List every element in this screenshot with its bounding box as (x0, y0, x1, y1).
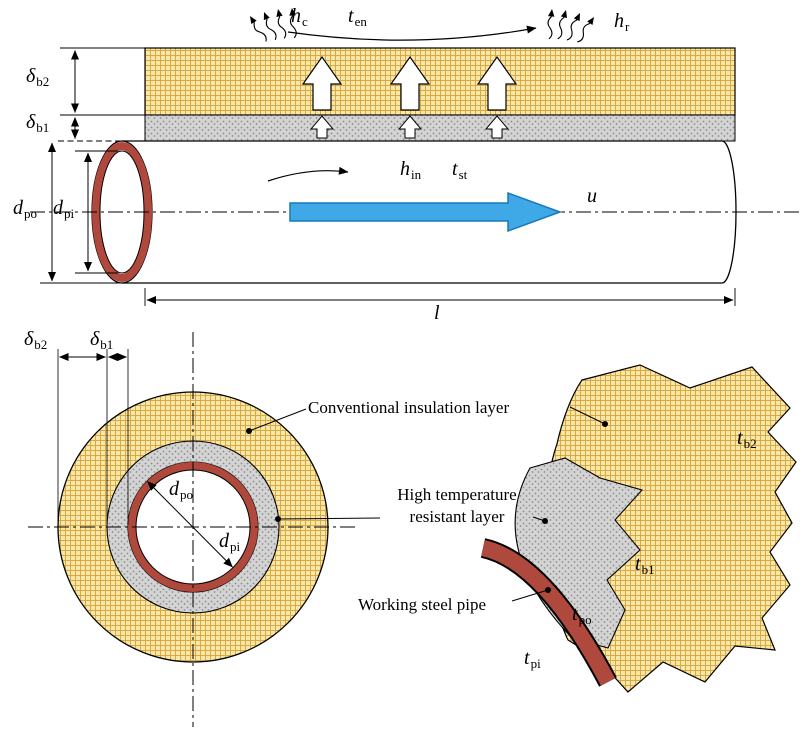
steel-pipe-piece (480, 540, 616, 686)
heat-flux-arrows-large (301, 55, 518, 111)
annotation-high-temp-layer: High temperature resistant layer (382, 484, 532, 528)
cross-section (28, 332, 358, 727)
label-t-st: tst (452, 158, 468, 182)
label-l: l (434, 302, 440, 324)
label-d-po-top: dpo (13, 197, 37, 221)
resistant-layer-side (144, 114, 736, 142)
annotation-working-steel-pipe: Working steel pipe (358, 595, 486, 614)
exploded-layers (480, 364, 797, 693)
annotation-high-temp-line2: resistant layer (409, 507, 505, 527)
convection-arrow (287, 25, 537, 41)
dim-diameters-cs (147, 481, 233, 568)
label-delta-b2-cs: δb2 (24, 328, 48, 352)
flow-velocity-arrow (289, 191, 563, 233)
annotation-high-temp-line1: High temperature (397, 485, 517, 504)
label-delta-b1-top: δb1 (26, 111, 50, 135)
label-t-en: ten (348, 5, 367, 29)
label-delta-b2-top: δb2 (26, 65, 50, 89)
label-d-po-cs: dpo (169, 478, 193, 502)
internal-convection-arrow (267, 166, 349, 182)
label-h-c: hc (291, 5, 308, 29)
label-t-b2: tb2 (737, 427, 757, 451)
heat-flux-arrows-small (309, 115, 510, 139)
label-d-pi-top: dpi (53, 197, 75, 221)
insulation-layer-side (144, 47, 736, 116)
annotation-conventional-insulation: Conventional insulation layer (308, 398, 510, 417)
label-h-r: hr (614, 10, 630, 34)
label-t-b1: tb1 (635, 553, 655, 577)
leader-lines (246, 406, 608, 602)
label-t-po: tpo (572, 603, 592, 627)
extension-lines-cs (57, 349, 129, 525)
label-h-in: hin (400, 158, 422, 182)
longitudinal-section (30, 7, 800, 306)
label-t-pi: tpi (524, 647, 541, 671)
label-u: u (587, 185, 597, 207)
label-delta-b1-cs: δb1 (90, 328, 114, 352)
extension-lines-top (40, 47, 736, 306)
label-d-pi-cs: dpi (219, 530, 241, 554)
